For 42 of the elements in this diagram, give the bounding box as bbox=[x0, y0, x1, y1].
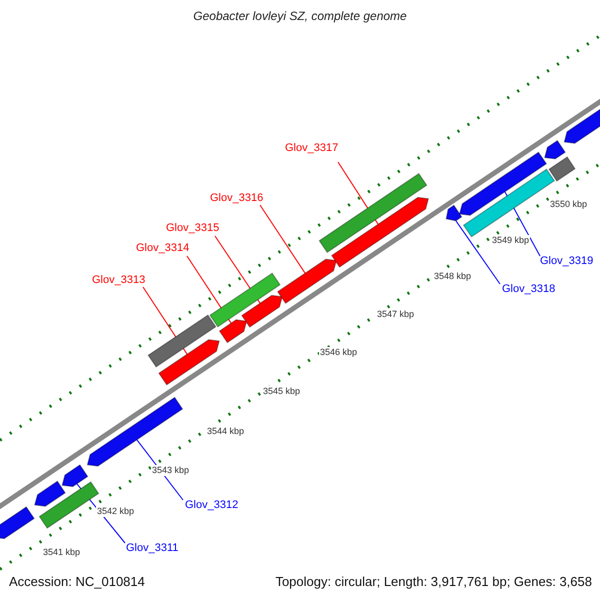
gene-label: Glov_3318 bbox=[502, 284, 556, 295]
tick-label: 3544 kbp bbox=[206, 426, 246, 437]
gene-segment bbox=[564, 108, 600, 144]
footer-text: Accession: NC_010814 bbox=[9, 575, 145, 588]
gene-label: Glov_3316 bbox=[210, 193, 264, 204]
gene-block bbox=[38, 481, 100, 529]
gene-segment bbox=[0, 506, 35, 540]
gene-segment bbox=[62, 464, 88, 488]
tick-label: 3546 kbp bbox=[319, 347, 358, 358]
tick-label: 3548 kbp bbox=[433, 271, 472, 282]
gene-segment bbox=[458, 152, 548, 216]
tick-label: 3545 kbp bbox=[262, 386, 302, 397]
gene-segment bbox=[241, 294, 283, 328]
gene-segment bbox=[544, 140, 566, 160]
gene-block bbox=[318, 172, 428, 254]
gene-label: Glov_3314 bbox=[136, 243, 190, 254]
gene-segment bbox=[331, 196, 430, 268]
gene-block bbox=[209, 272, 281, 328]
gene-block bbox=[548, 156, 576, 182]
gene-label: Glov_3312 bbox=[185, 500, 238, 511]
tick-label: 3547 kbp bbox=[376, 309, 416, 320]
gene-label: Glov_3311 bbox=[126, 543, 178, 554]
tick-label: 3543 kbp bbox=[151, 465, 190, 476]
gene-segment bbox=[86, 396, 184, 467]
gene-block bbox=[148, 314, 216, 368]
tick-label: 3549 kbp bbox=[491, 235, 530, 246]
tick-label: 3541 kbp bbox=[42, 547, 82, 558]
tick-label: 3542 kbp bbox=[96, 506, 136, 517]
gene-segment bbox=[158, 339, 220, 386]
gene-segment bbox=[218, 319, 248, 344]
gene-segment bbox=[34, 480, 66, 507]
gene-segment bbox=[277, 258, 338, 304]
gene-label: Glov_3317 bbox=[285, 143, 338, 154]
gene-label: Glov_3315 bbox=[166, 223, 220, 234]
title: Geobacter lovleyi SZ, complete genome bbox=[192, 10, 408, 22]
gene-label: Glov_3319 bbox=[540, 256, 594, 267]
gene-segment bbox=[446, 204, 462, 222]
leader-line bbox=[455, 220, 500, 284]
gene-label: Glov_3313 bbox=[92, 275, 146, 286]
leader-line bbox=[260, 204, 306, 274]
tick-label: 3550 kbp bbox=[549, 199, 588, 210]
footer-text: Topology: circular; Length: 3,917,761 bp; Genes: 3,658 bbox=[275, 575, 592, 588]
